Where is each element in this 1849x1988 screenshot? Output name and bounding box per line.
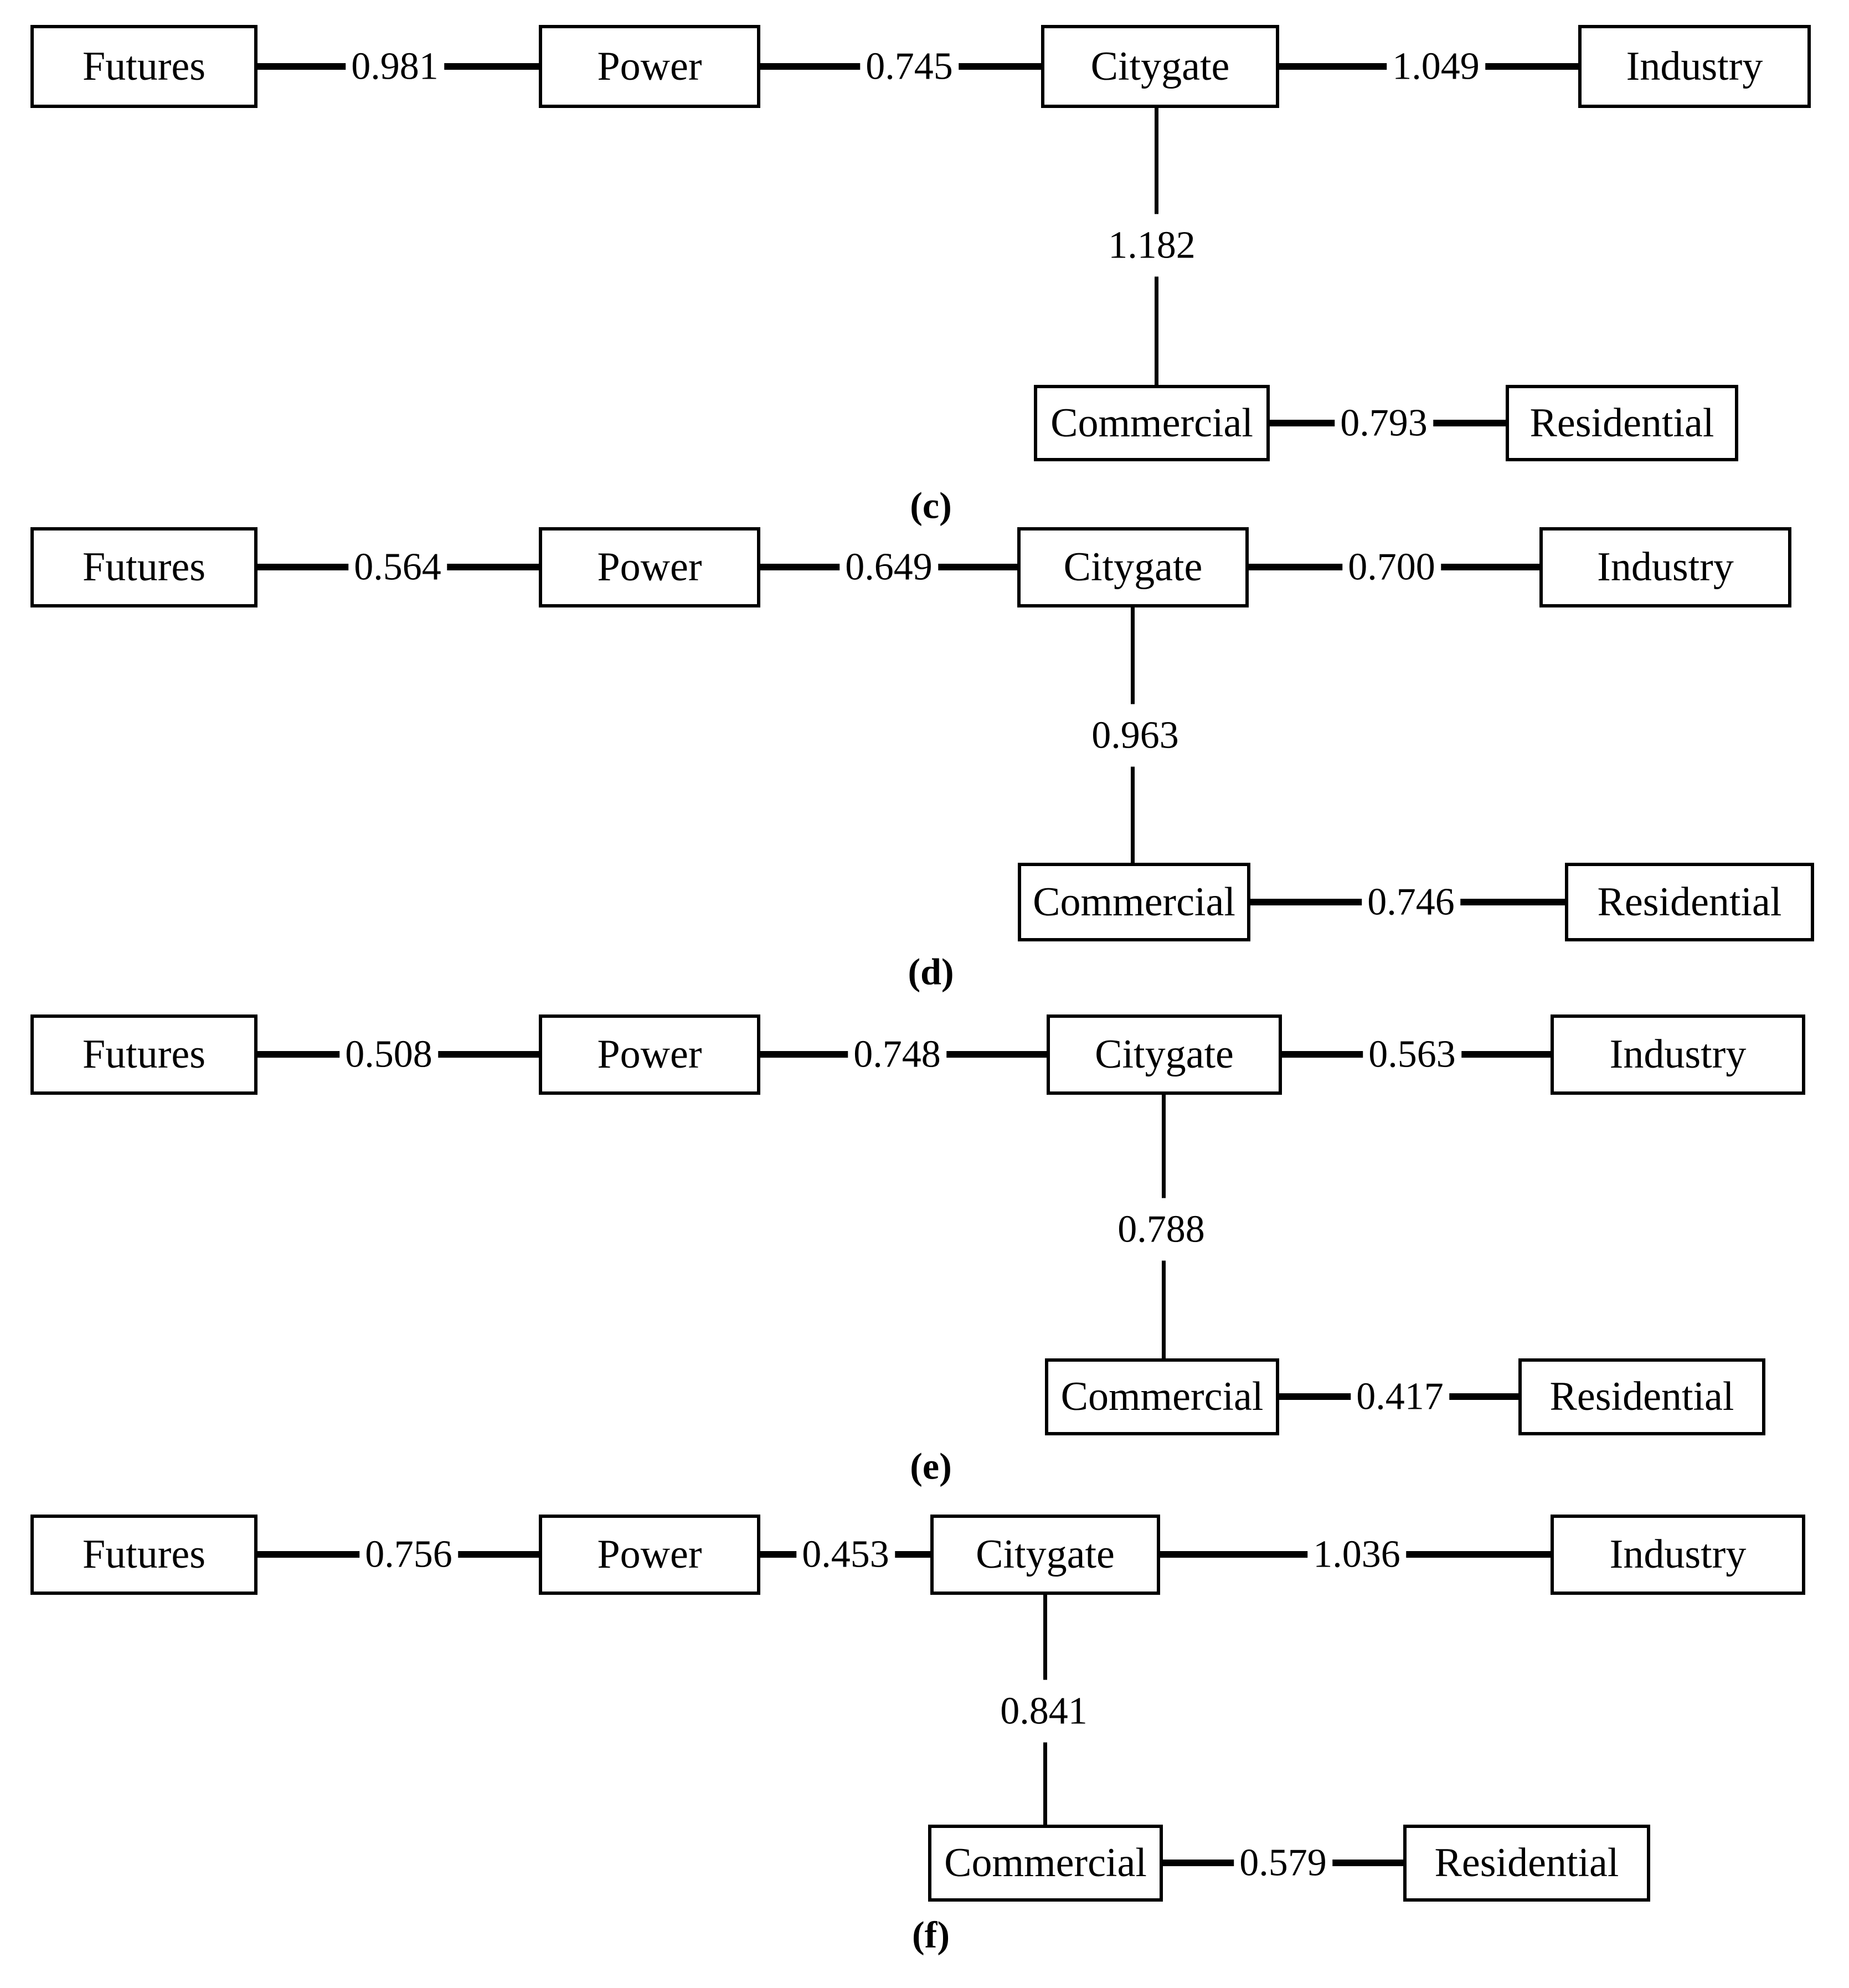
node-label: Power [597,1532,702,1577]
node-residential: Residential [1518,1358,1765,1435]
node-citygate: Citygate [1047,1014,1282,1095]
node-citygate: Citygate [1017,527,1249,607]
node-label: Futures [83,1032,205,1077]
edge-weight-citygate-commercial: 0.788 [1112,1198,1211,1261]
edge-weight-citygate-industry: 1.049 [1387,45,1485,88]
edge-weight-citygate-industry: 1.036 [1307,1533,1406,1576]
edge-weight-futures-power: 0.756 [359,1533,458,1576]
edge-weight-citygate-commercial: 0.963 [1086,704,1184,767]
node-citygate: Citygate [1041,25,1279,108]
edge-weight-power-citygate: 0.453 [796,1533,895,1576]
node-industry: Industry [1551,1014,1805,1095]
edge-weight-commercial-residential: 0.579 [1234,1841,1332,1884]
node-label: Residential [1529,400,1714,446]
edge-weight-power-citygate: 0.748 [848,1033,946,1076]
node-power: Power [539,1515,760,1595]
panel-caption: (f) [912,1913,950,1956]
node-label: Citygate [976,1532,1115,1577]
node-label: Citygate [1090,43,1230,89]
node-label: Futures [83,544,205,590]
edge-weight-citygate-commercial: 1.182 [1103,214,1201,277]
edge-weight-power-citygate: 0.649 [839,545,938,589]
node-label: Futures [83,43,205,89]
node-power: Power [539,1014,760,1095]
node-futures: Futures [30,25,257,108]
node-citygate: Citygate [930,1515,1160,1595]
node-label: Residential [1597,879,1782,925]
node-futures: Futures [30,527,257,607]
node-commercial: Commercial [928,1825,1163,1902]
node-futures: Futures [30,1014,257,1095]
node-label: Industry [1609,1032,1747,1077]
node-label: Power [597,544,702,590]
edge-weight-power-citygate: 0.745 [860,45,959,88]
node-power: Power [539,527,760,607]
node-futures: Futures [30,1515,257,1595]
panel-caption: (e) [910,1445,952,1487]
node-label: Futures [83,1532,205,1577]
node-label: Commercial [1033,879,1235,925]
node-label: Industry [1597,544,1734,590]
node-label: Commercial [1050,400,1253,446]
node-power: Power [539,25,760,108]
node-label: Residential [1434,1840,1619,1886]
node-commercial: Commercial [1034,385,1270,461]
edge-weight-futures-power: 0.981 [346,45,444,88]
node-label: Industry [1609,1532,1747,1577]
node-label: Industry [1626,43,1763,89]
node-industry: Industry [1551,1515,1805,1595]
node-label: Residential [1549,1374,1734,1419]
edge-weight-commercial-residential: 0.793 [1335,401,1433,445]
node-label: Citygate [1063,544,1203,590]
node-residential: Residential [1403,1825,1650,1902]
edge-weight-citygate-commercial: 0.841 [995,1680,1093,1743]
edge-weight-commercial-residential: 0.417 [1351,1375,1449,1418]
node-residential: Residential [1565,863,1814,941]
edge-weight-citygate-industry: 0.700 [1342,545,1441,589]
node-label: Citygate [1095,1032,1234,1077]
node-industry: Industry [1578,25,1811,108]
edge-weight-commercial-residential: 0.746 [1362,880,1460,924]
node-label: Commercial [1060,1374,1264,1419]
edge-weight-citygate-industry: 0.563 [1363,1033,1461,1076]
panel-caption: (c) [910,484,952,527]
edge-weight-futures-power: 0.564 [348,545,447,589]
node-label: Power [597,43,702,89]
edge-weight-futures-power: 0.508 [339,1033,438,1076]
node-residential: Residential [1506,385,1738,461]
panel-caption: (d) [908,950,954,993]
node-commercial: Commercial [1045,1358,1279,1435]
node-label: Power [597,1032,702,1077]
node-commercial: Commercial [1018,863,1250,941]
node-industry: Industry [1539,527,1791,607]
node-label: Commercial [944,1840,1147,1886]
